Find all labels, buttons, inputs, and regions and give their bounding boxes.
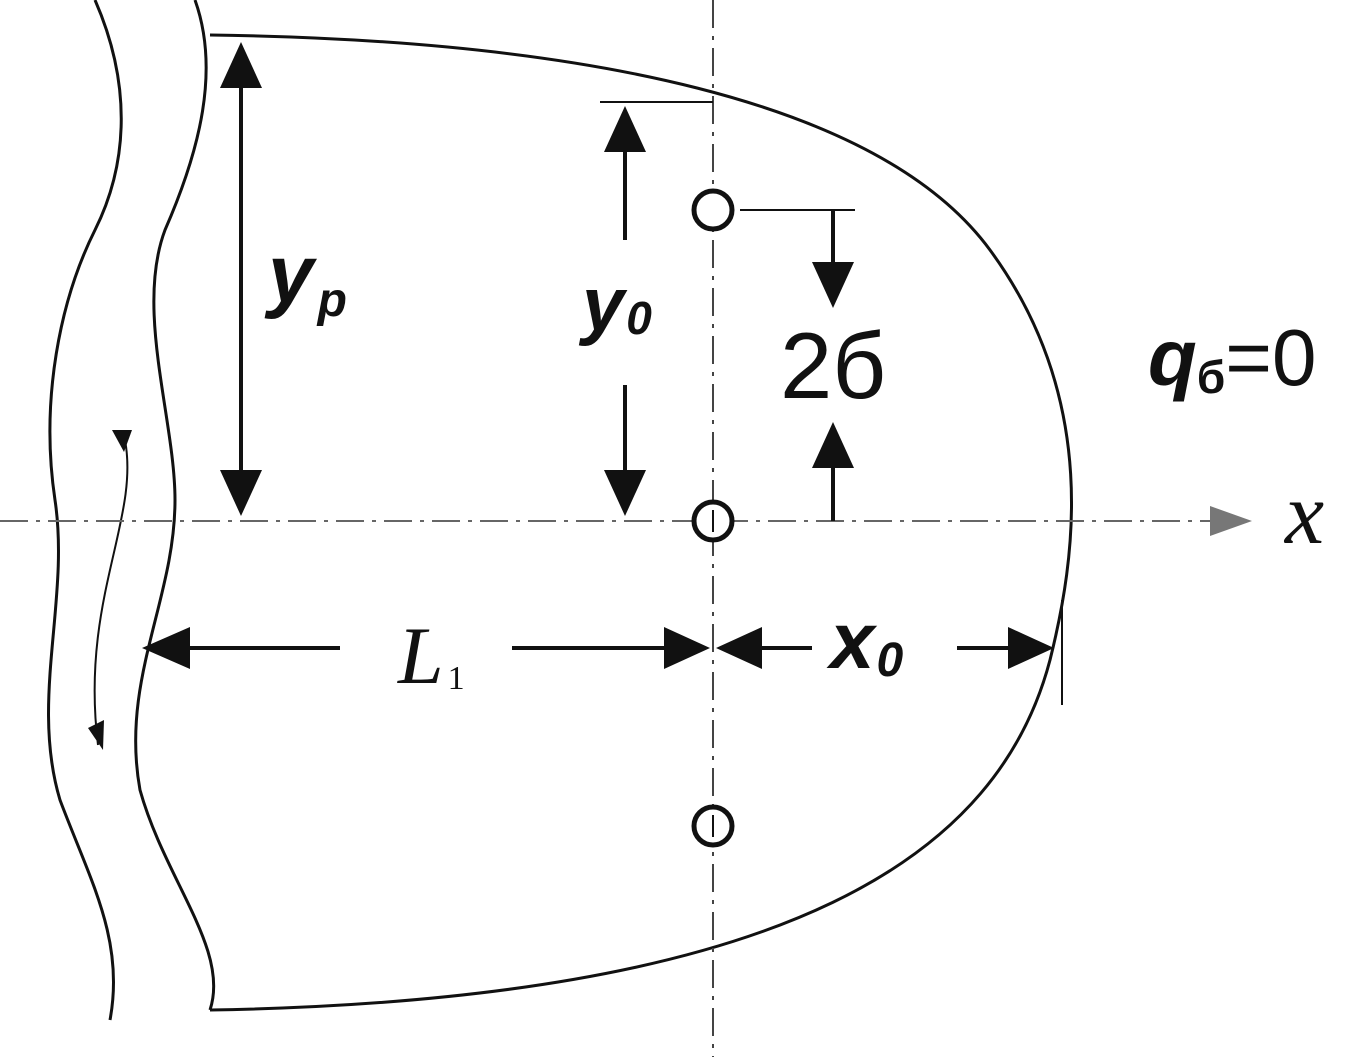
x0-arrow-right-icon — [1008, 627, 1054, 669]
flow-arrow-head-icon — [88, 720, 104, 750]
x0-arrow-left-icon — [716, 627, 762, 669]
y0-label-sub: 0 — [626, 292, 652, 344]
L1-label-main: L — [397, 610, 444, 701]
yp-label: yp — [264, 229, 347, 327]
L1-arrow-right-icon — [664, 627, 710, 669]
q-sigma-label: qб=0 — [1148, 313, 1317, 403]
two-sigma-arrow-up-icon — [812, 422, 854, 468]
two-sigma-label: 2б — [780, 313, 886, 418]
x0-label: x0 — [826, 596, 904, 687]
x-axis-label: x — [1283, 466, 1324, 563]
two-sigma-arrow-down-icon — [812, 262, 854, 308]
x-axis-arrow-icon — [1210, 506, 1252, 536]
well-top — [691, 188, 735, 232]
L1-label-sub: 1 — [448, 660, 465, 697]
yp-label-sub: p — [316, 274, 347, 327]
river-bank-right — [134, 0, 216, 1011]
yp-arrow-up-icon — [220, 42, 262, 88]
river-bank-left — [47, 0, 123, 1021]
depression-boundary — [209, 33, 1073, 1012]
flow-arrow-tail-icon — [112, 430, 132, 452]
yp-label-main: y — [264, 229, 318, 320]
y0-arrow-up-icon — [604, 106, 646, 152]
yp-arrow-down-icon — [220, 470, 262, 516]
L1-arrow-left-icon — [142, 627, 190, 669]
q-sigma-rest: =0 — [1225, 313, 1316, 402]
x0-label-sub: 0 — [877, 634, 904, 687]
flow-arrow — [93, 439, 129, 746]
y0-label: y0 — [578, 262, 652, 347]
q-sigma-main: q — [1148, 313, 1197, 402]
x0-label-main: x — [826, 596, 878, 685]
y0-arrow-down-icon — [604, 470, 646, 516]
y0-label-main: y — [578, 262, 628, 347]
q-sigma-sub: б — [1197, 351, 1225, 403]
